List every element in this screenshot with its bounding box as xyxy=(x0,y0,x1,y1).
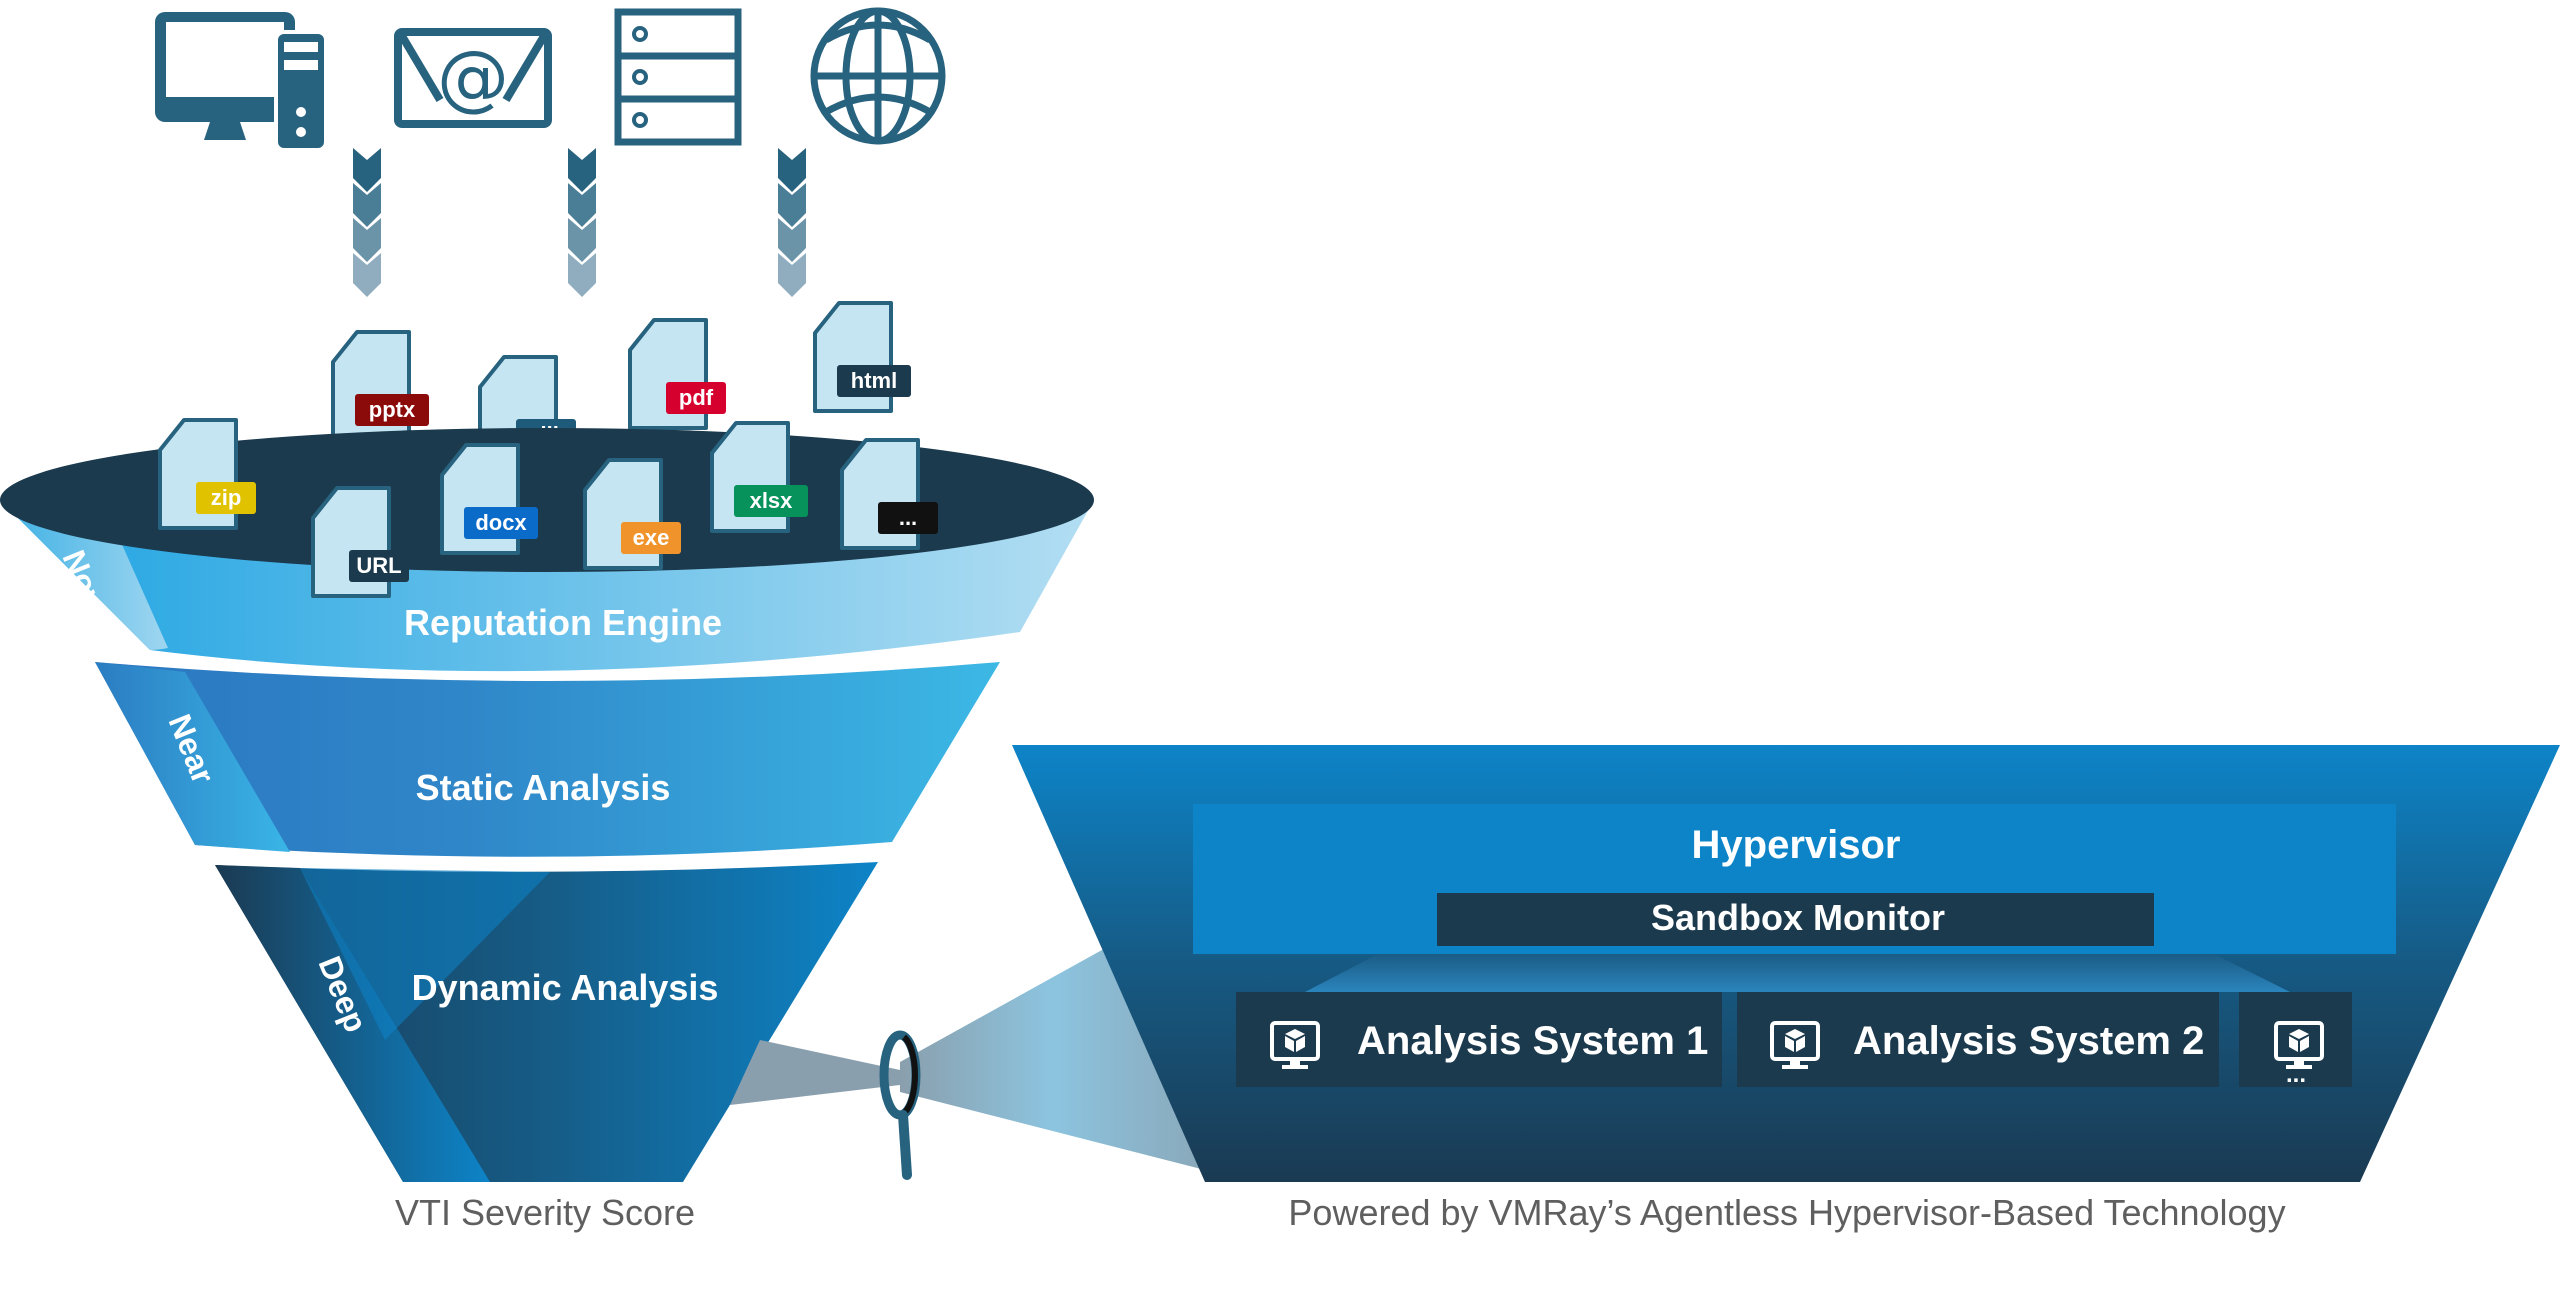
arrow-down-icon xyxy=(568,148,596,297)
file-type-label: pptx xyxy=(369,397,416,422)
file-type-badge: xlsx xyxy=(734,485,808,517)
email-icon: @ xyxy=(394,28,552,128)
file-icon: exe xyxy=(583,458,681,570)
magnifier-icon xyxy=(879,1030,921,1180)
file-type-label: zip xyxy=(211,485,242,510)
file-icon: docx xyxy=(440,443,538,555)
file-type-badge: exe xyxy=(621,522,681,554)
file-type-label: html xyxy=(851,368,897,393)
analysis-system-1-label: Analysis System 1 xyxy=(1357,1019,1708,1063)
file-type-badge: pptx xyxy=(355,394,429,426)
file-icon: ... xyxy=(840,438,938,550)
file-type-label: ... xyxy=(899,505,917,530)
funnel-stage-near xyxy=(95,662,1000,857)
arrow-down-icon xyxy=(353,148,381,297)
file-icon: pptx xyxy=(331,330,429,442)
file-type-badge: URL xyxy=(349,550,409,582)
file-icon: html xyxy=(813,301,911,413)
hypervisor-caption: Powered by VMRay’s Agentless Hypervisor-… xyxy=(1288,1192,2285,1233)
stage-label-reputation: Reputation Engine xyxy=(404,602,722,643)
analysis-system-2: Analysis System 2 xyxy=(1737,992,2219,1087)
file-icon: xlsx xyxy=(710,421,808,533)
file-type-label: pdf xyxy=(679,385,714,410)
file-icon: zip xyxy=(158,418,256,530)
file-icon: URL xyxy=(311,486,409,598)
computer-icon xyxy=(155,12,328,152)
analysis-system-1: Analysis System 1 xyxy=(1236,992,1722,1087)
funnel-opening xyxy=(0,428,1094,572)
server-icon xyxy=(614,8,742,146)
file-type-badge: html xyxy=(837,365,911,397)
sandbox-monitor-label: Sandbox Monitor xyxy=(1651,897,1945,938)
file-type-badge: docx xyxy=(464,507,538,539)
arrow-down-icon xyxy=(778,148,806,297)
virtual-machine-icon xyxy=(1270,1021,1320,1069)
hypervisor-panel: Hypervisor Sandbox Monitor Analysis Syst… xyxy=(1012,745,2560,1182)
file-type-label: docx xyxy=(475,510,527,535)
virtual-machine-icon xyxy=(1770,1021,1820,1069)
file-type-label: URL xyxy=(356,553,401,578)
globe-icon xyxy=(810,7,946,145)
funnel-stage-now xyxy=(0,500,1094,672)
stage-label-static: Static Analysis xyxy=(416,767,671,808)
file-type-badge: zip xyxy=(196,482,256,514)
virtual-machine-icon xyxy=(2274,1021,2324,1069)
analysis-system-more: ... xyxy=(2239,992,2352,1088)
hypervisor-title: Hypervisor xyxy=(1692,823,1901,867)
analysis-system-more-label: ... xyxy=(2286,1061,2306,1088)
file-icon: pdf xyxy=(628,318,726,430)
stage-label-dynamic: Dynamic Analysis xyxy=(412,967,719,1008)
funnel-stage-deep xyxy=(215,862,878,1182)
analysis-system-2-label: Analysis System 2 xyxy=(1853,1019,2204,1063)
file-type-badge: pdf xyxy=(666,382,726,414)
sandbox-monitor-box xyxy=(1437,893,2154,946)
svg-text:@: @ xyxy=(437,35,509,119)
file-type-badge: ... xyxy=(878,502,938,534)
file-type-label: xlsx xyxy=(750,488,794,513)
funnel-caption: VTI Severity Score xyxy=(395,1192,695,1233)
file-type-label: exe xyxy=(633,525,670,550)
